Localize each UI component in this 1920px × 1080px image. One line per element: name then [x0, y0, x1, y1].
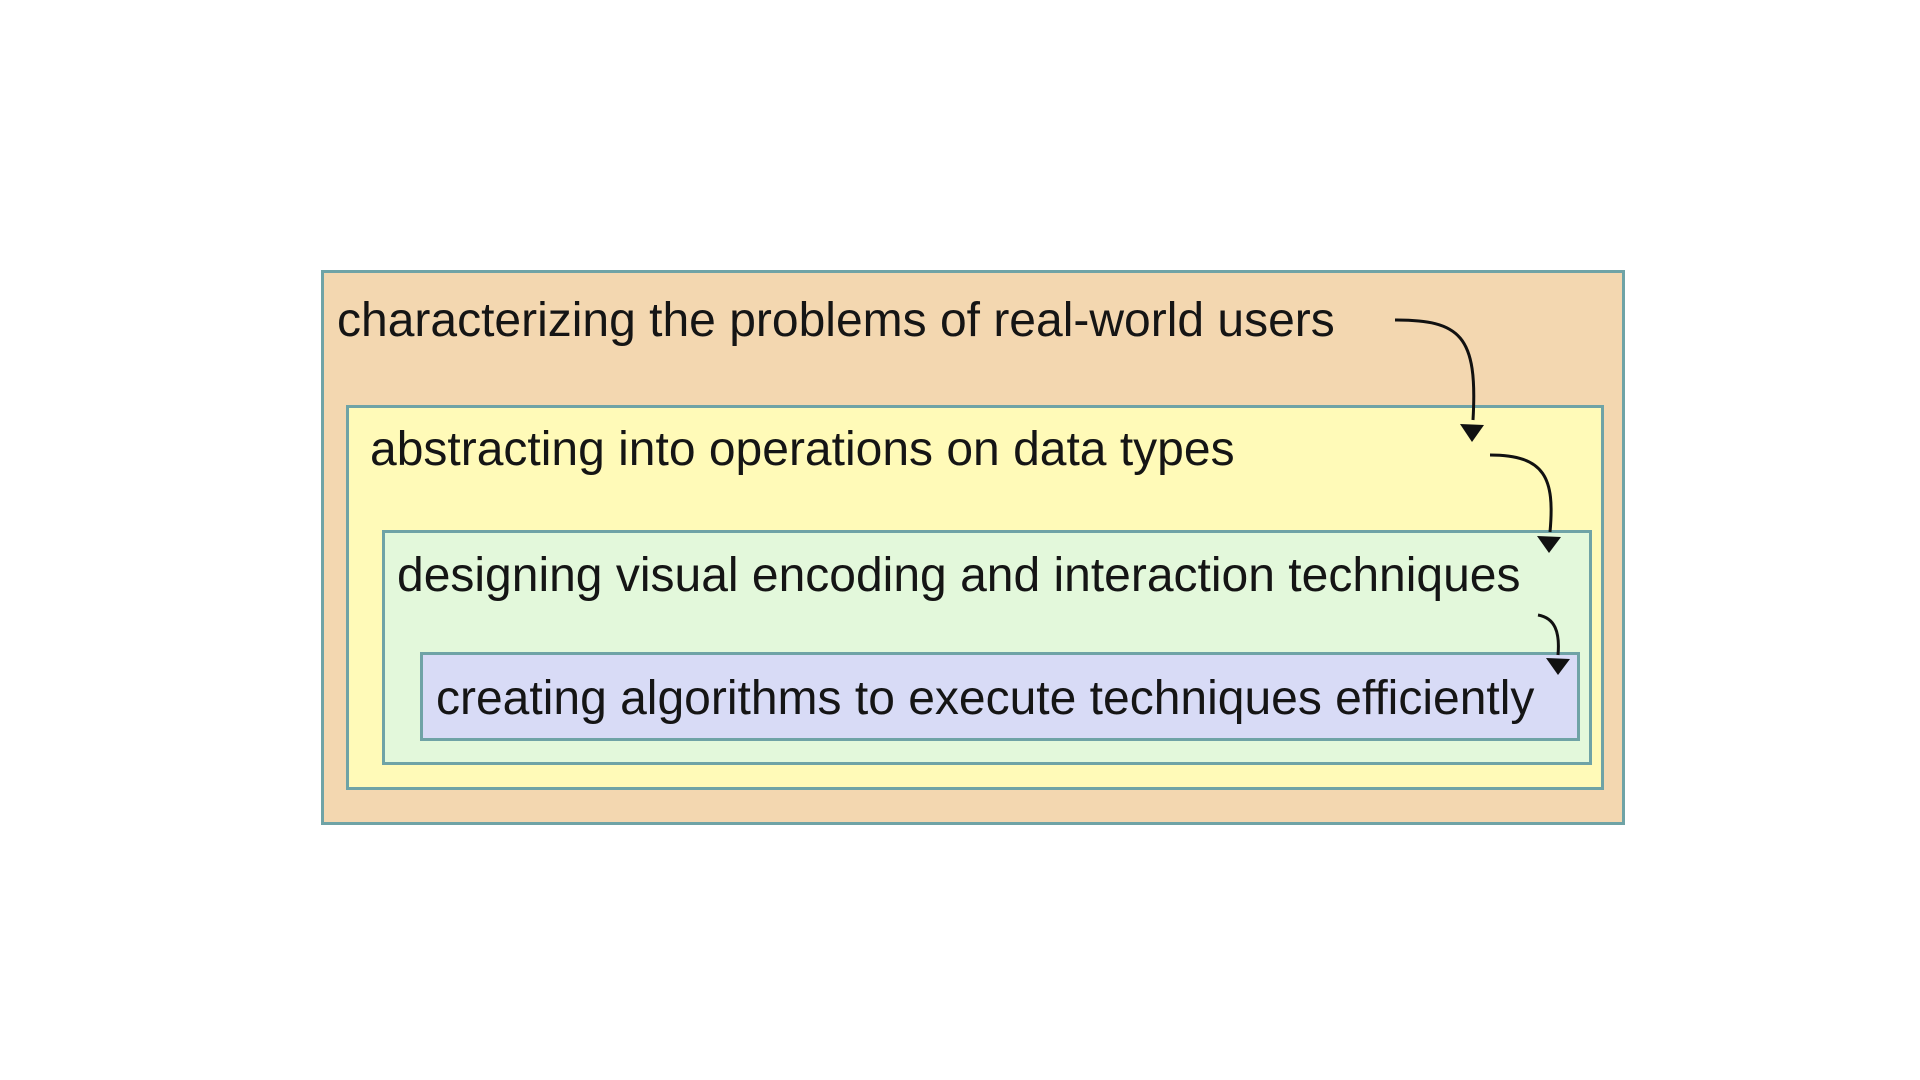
abstraction-level-label: abstracting into operations on data type… — [370, 423, 1235, 476]
domain-level-label: characterizing the problems of real-worl… — [337, 294, 1335, 347]
algorithm-level-box — [420, 652, 1580, 741]
encoding-level-label: designing visual encoding and interactio… — [397, 549, 1521, 602]
algorithm-level-label: creating algorithms to execute technique… — [436, 672, 1535, 725]
